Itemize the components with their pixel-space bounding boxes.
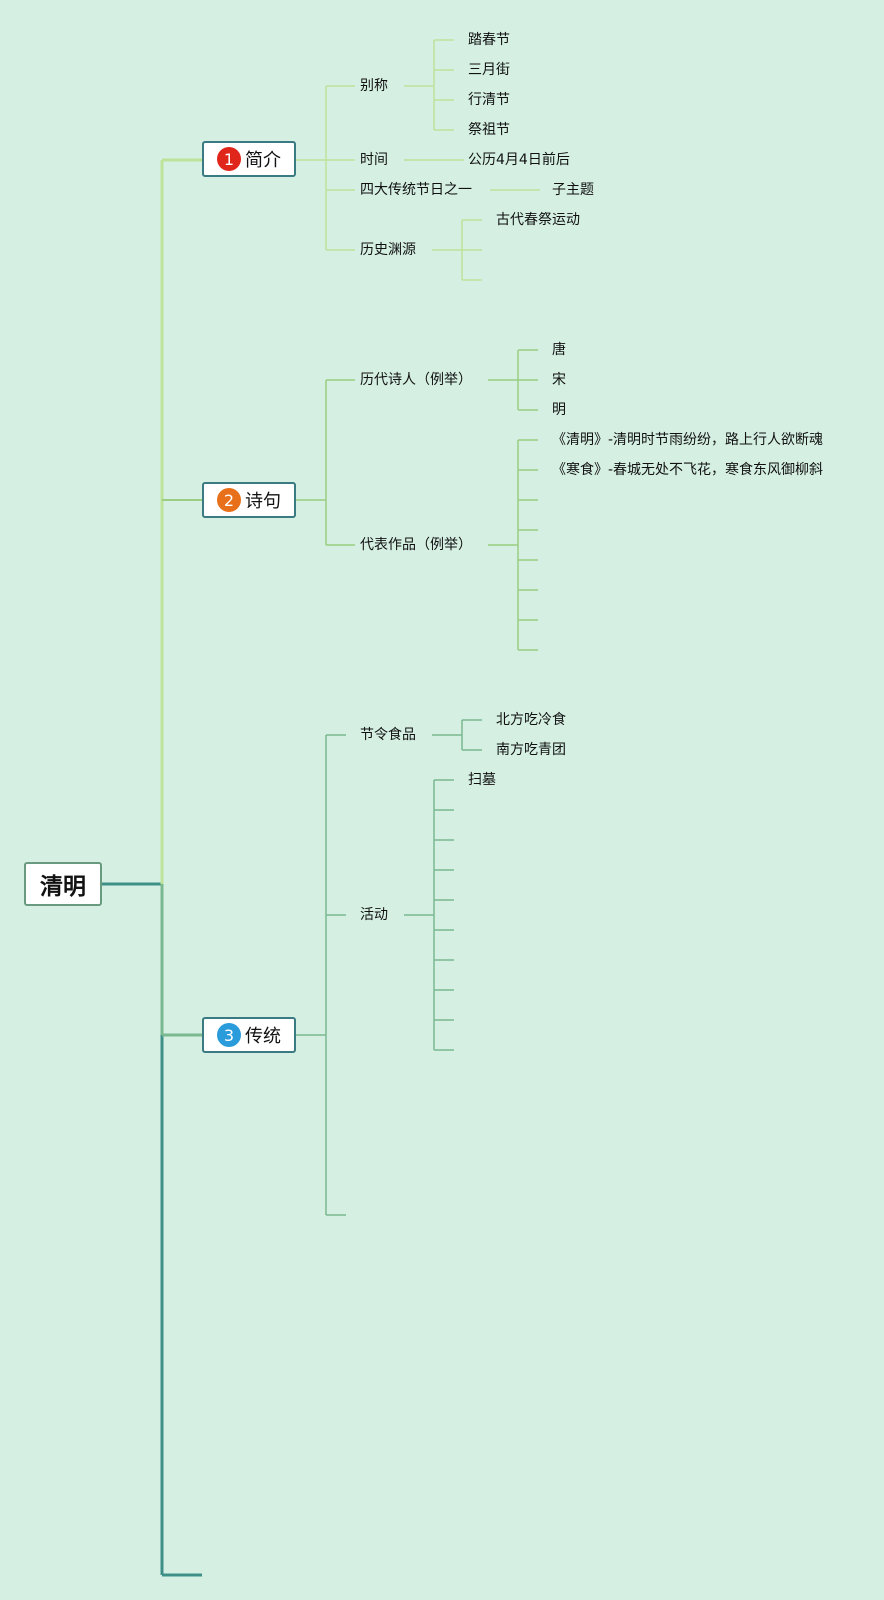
number-1-icon: 1 — [217, 147, 241, 171]
leaf-item[interactable]: 祭祖节 — [468, 122, 510, 138]
topic-four-festivals[interactable]: 四大传统节日之一 — [360, 182, 472, 198]
topic-activities[interactable]: 活动 — [360, 907, 388, 923]
leaf-item[interactable]: 南方吃青团 — [496, 742, 566, 758]
leaf-item[interactable]: 明 — [552, 402, 566, 418]
number-3-icon: 3 — [217, 1023, 241, 1047]
leaf-item[interactable]: 子主题 — [552, 182, 594, 198]
leaf-item[interactable]: 《寒食》-春城无处不飞花，寒食东风御柳斜 — [552, 462, 824, 478]
number-2-icon: 2 — [217, 488, 241, 512]
leaf-item[interactable]: 公历4月4日前后 — [468, 152, 570, 168]
branch-node-poems[interactable]: 2 诗句 — [202, 482, 296, 518]
leaf-item[interactable]: 行清节 — [468, 92, 510, 108]
topic-alias[interactable]: 别称 — [360, 78, 388, 94]
leaf-item[interactable]: 三月街 — [468, 62, 510, 78]
topic-time[interactable]: 时间 — [360, 152, 388, 168]
topic-food[interactable]: 节令食品 — [360, 727, 416, 743]
leaf-item[interactable]: 《清明》-清明时节雨纷纷，路上行人欲断魂 — [552, 432, 824, 448]
leaf-item[interactable]: 唐 — [552, 342, 566, 358]
leaf-item[interactable]: 古代春祭运动 — [496, 212, 580, 228]
leaf-item[interactable]: 宋 — [552, 372, 566, 388]
branch-node-traditions[interactable]: 3 传统 — [202, 1017, 296, 1053]
leaf-item[interactable]: 踏春节 — [468, 32, 510, 48]
branch-label: 诗句 — [245, 491, 281, 512]
leaf-item[interactable]: 北方吃冷食 — [496, 712, 566, 728]
topic-history[interactable]: 历史渊源 — [360, 242, 416, 258]
branch-node-intro[interactable]: 1 简介 — [202, 141, 296, 177]
branch-label: 简介 — [245, 150, 281, 171]
topic-works[interactable]: 代表作品（例举） — [360, 537, 472, 553]
root-node[interactable]: 清明 — [24, 862, 102, 906]
leaf-item[interactable]: 扫墓 — [468, 772, 496, 788]
branch-label: 传统 — [245, 1026, 281, 1047]
topic-poets[interactable]: 历代诗人（例举） — [360, 372, 472, 388]
